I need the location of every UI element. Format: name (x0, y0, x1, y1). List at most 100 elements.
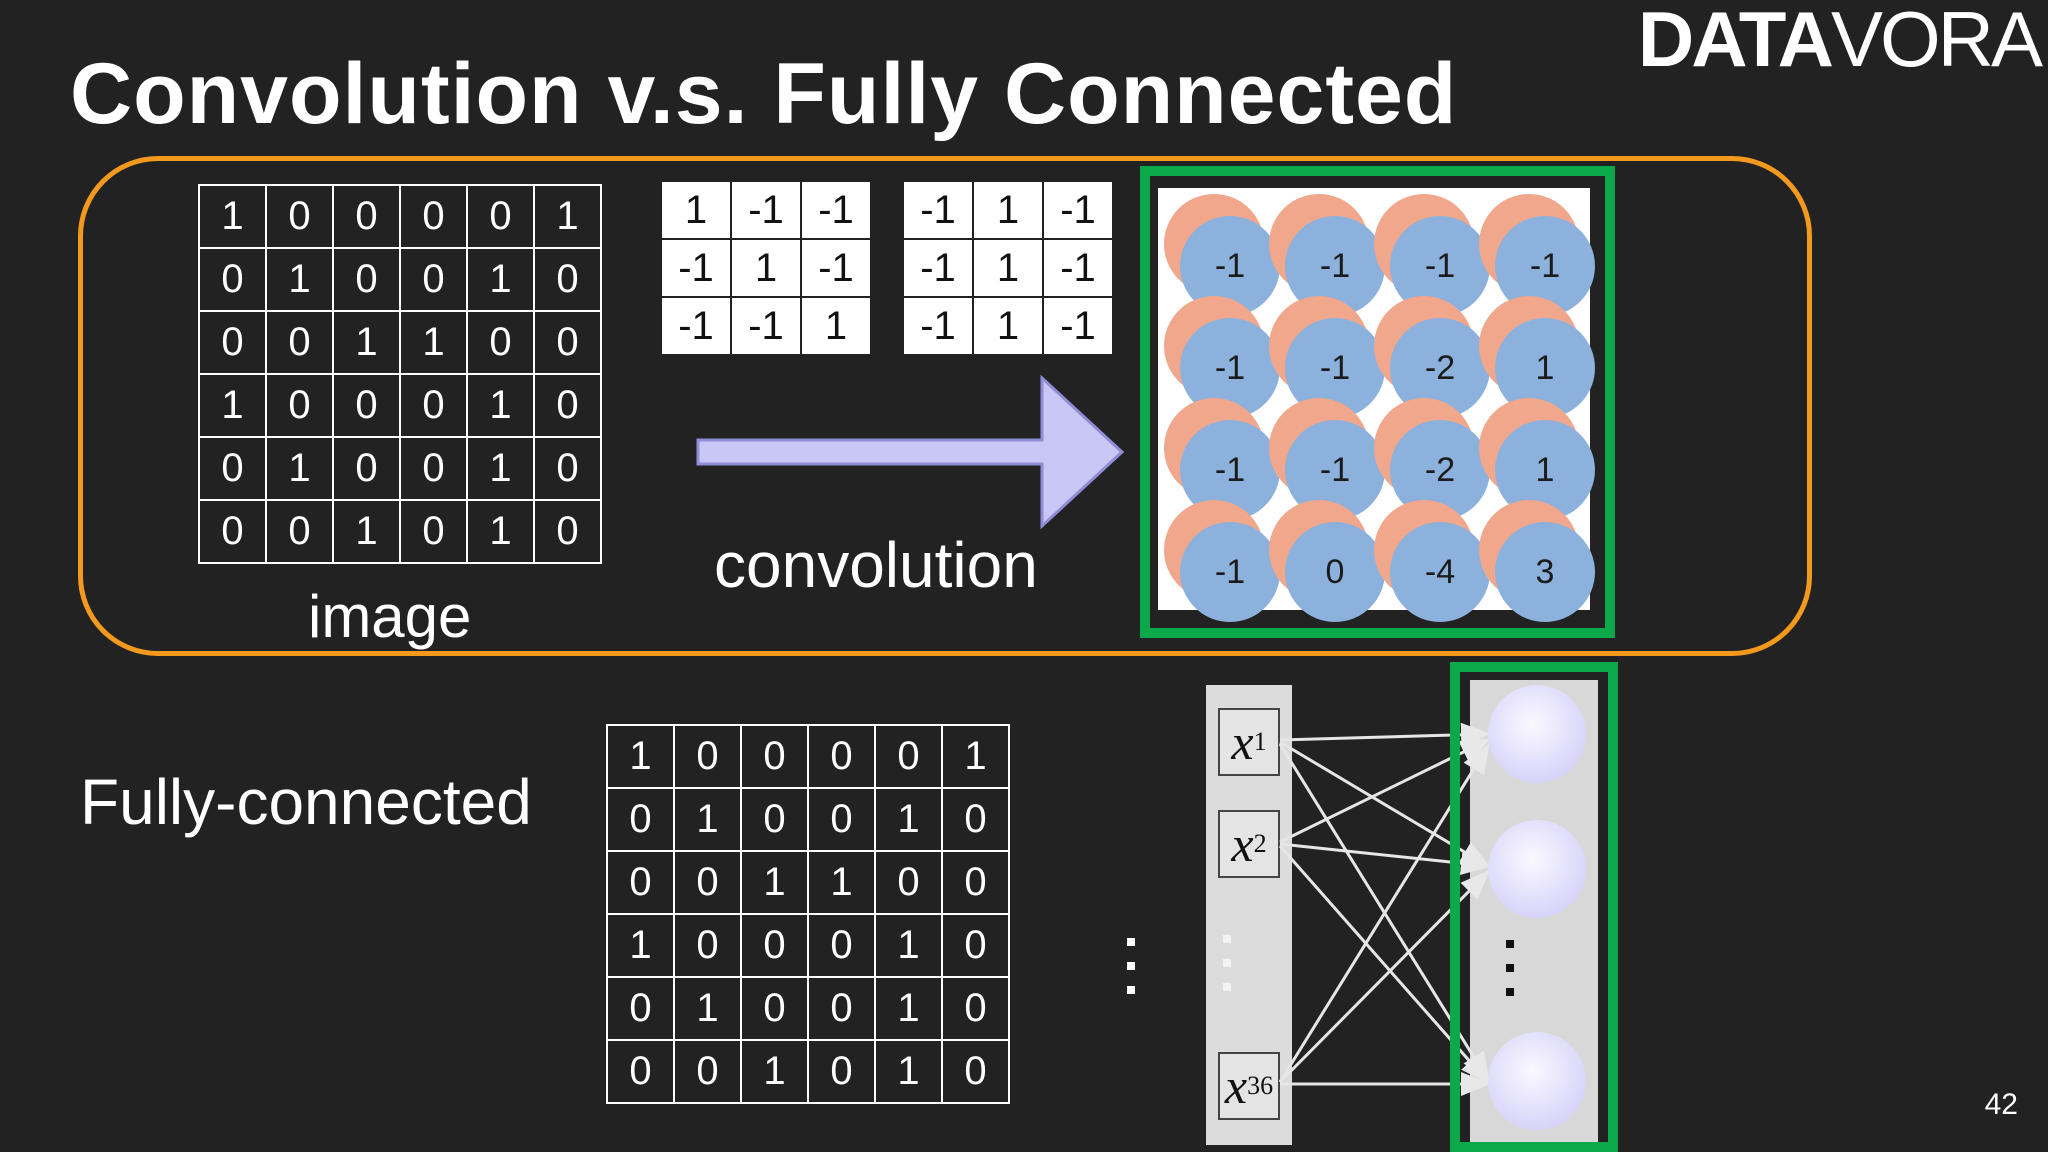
matrix-cell: 0 (874, 850, 943, 915)
matrix-cell: 1 (265, 247, 334, 312)
slide-title: Convolution v.s. Fully Connected (70, 46, 1458, 142)
feature-map-value: 3 (1495, 522, 1595, 622)
matrix-cell: 1 (941, 724, 1010, 789)
image-label: image (308, 583, 472, 650)
matrix-cell: 0 (740, 913, 809, 978)
feature-map-cell: 3 (1479, 500, 1597, 622)
matrix-cell: 0 (606, 1039, 675, 1104)
matrix-cell: 0 (807, 787, 876, 852)
matrix-cell: 0 (399, 373, 468, 438)
output-neuron-3 (1488, 1032, 1586, 1130)
filter-cell: -1 (902, 296, 974, 356)
matrix-cell: 0 (265, 499, 334, 564)
matrix-cell: 0 (673, 1039, 742, 1104)
slide-number: 42 (1984, 1088, 2018, 1121)
matrix-cell: 1 (606, 913, 675, 978)
matrix-cell: 0 (941, 787, 1010, 852)
matrix-cell: 1 (198, 373, 267, 438)
input-x36-sub: 36 (1247, 1071, 1274, 1100)
matrix-cell: 0 (533, 373, 602, 438)
matrix-cell: 0 (533, 247, 602, 312)
filter-cell: 1 (660, 180, 732, 240)
matrix-cell: 0 (198, 499, 267, 564)
matrix-cell: 1 (673, 976, 742, 1041)
vertical-ellipsis-icon (1127, 938, 1137, 1010)
filter-cell: -1 (800, 180, 872, 240)
output-neuron-2 (1488, 820, 1586, 918)
input-x1-sub: 1 (1253, 727, 1267, 756)
matrix-cell: 1 (466, 373, 535, 438)
matrix-cell: 0 (198, 247, 267, 312)
input-x36-var: x (1224, 1058, 1248, 1114)
filter-cell: 1 (972, 296, 1044, 356)
output-neuron-1 (1488, 685, 1586, 783)
matrix-cell: 0 (807, 1039, 876, 1104)
matrix-cell: 1 (673, 787, 742, 852)
matrix-cell: 1 (533, 184, 602, 249)
matrix-cell: 0 (941, 976, 1010, 1041)
matrix-cell: 0 (332, 373, 401, 438)
matrix-cell: 0 (941, 1039, 1010, 1104)
matrix-cell: 1 (265, 436, 334, 501)
filter-cell: -1 (730, 296, 802, 356)
matrix-cell: 0 (533, 499, 602, 564)
convolution-highlight-outline (78, 156, 1812, 656)
datavora-logo: DATAVORA (1638, 0, 2043, 78)
matrix-cell: 1 (874, 1039, 943, 1104)
input-x2-sub: 2 (1253, 829, 1267, 858)
filter-cell: -1 (730, 180, 802, 240)
feature-map-value: -4 (1390, 522, 1490, 622)
matrix-cell: 1 (198, 184, 267, 249)
matrix-cell: 0 (265, 310, 334, 375)
matrix-cell: 0 (740, 724, 809, 789)
input-x2-var: x (1231, 816, 1254, 872)
matrix-cell: 0 (606, 976, 675, 1041)
filter-cell: -1 (902, 180, 974, 240)
filter-cell: 1 (730, 238, 802, 298)
matrix-cell: 1 (466, 247, 535, 312)
matrix-cell: 0 (332, 247, 401, 312)
matrix-cell: 1 (332, 310, 401, 375)
logo-light-text: VORA (1830, 0, 2043, 83)
convolution-label: convolution (714, 529, 1038, 601)
fully-connected-label: Fully-connected (80, 766, 532, 838)
filter-cell: -1 (1042, 180, 1114, 240)
matrix-cell: 1 (740, 850, 809, 915)
matrix-cell: 0 (399, 184, 468, 249)
filter-cell: -1 (660, 238, 732, 298)
matrix-cell: 0 (332, 436, 401, 501)
matrix-cell: 0 (673, 850, 742, 915)
matrix-cell: 0 (466, 184, 535, 249)
matrix-cell: 0 (399, 436, 468, 501)
feature-map-cell: -4 (1374, 500, 1492, 622)
filter-cell: 1 (972, 180, 1044, 240)
filter-cell: 1 (800, 296, 872, 356)
matrix-cell: 1 (606, 724, 675, 789)
matrix-cell: 0 (807, 913, 876, 978)
matrix-cell: 1 (874, 976, 943, 1041)
matrix-cell: 0 (332, 184, 401, 249)
filter-cell: -1 (1042, 238, 1114, 298)
matrix-cell: 0 (874, 724, 943, 789)
matrix-cell: 0 (198, 436, 267, 501)
matrix-cell: 1 (740, 1039, 809, 1104)
matrix-cell: 0 (740, 787, 809, 852)
